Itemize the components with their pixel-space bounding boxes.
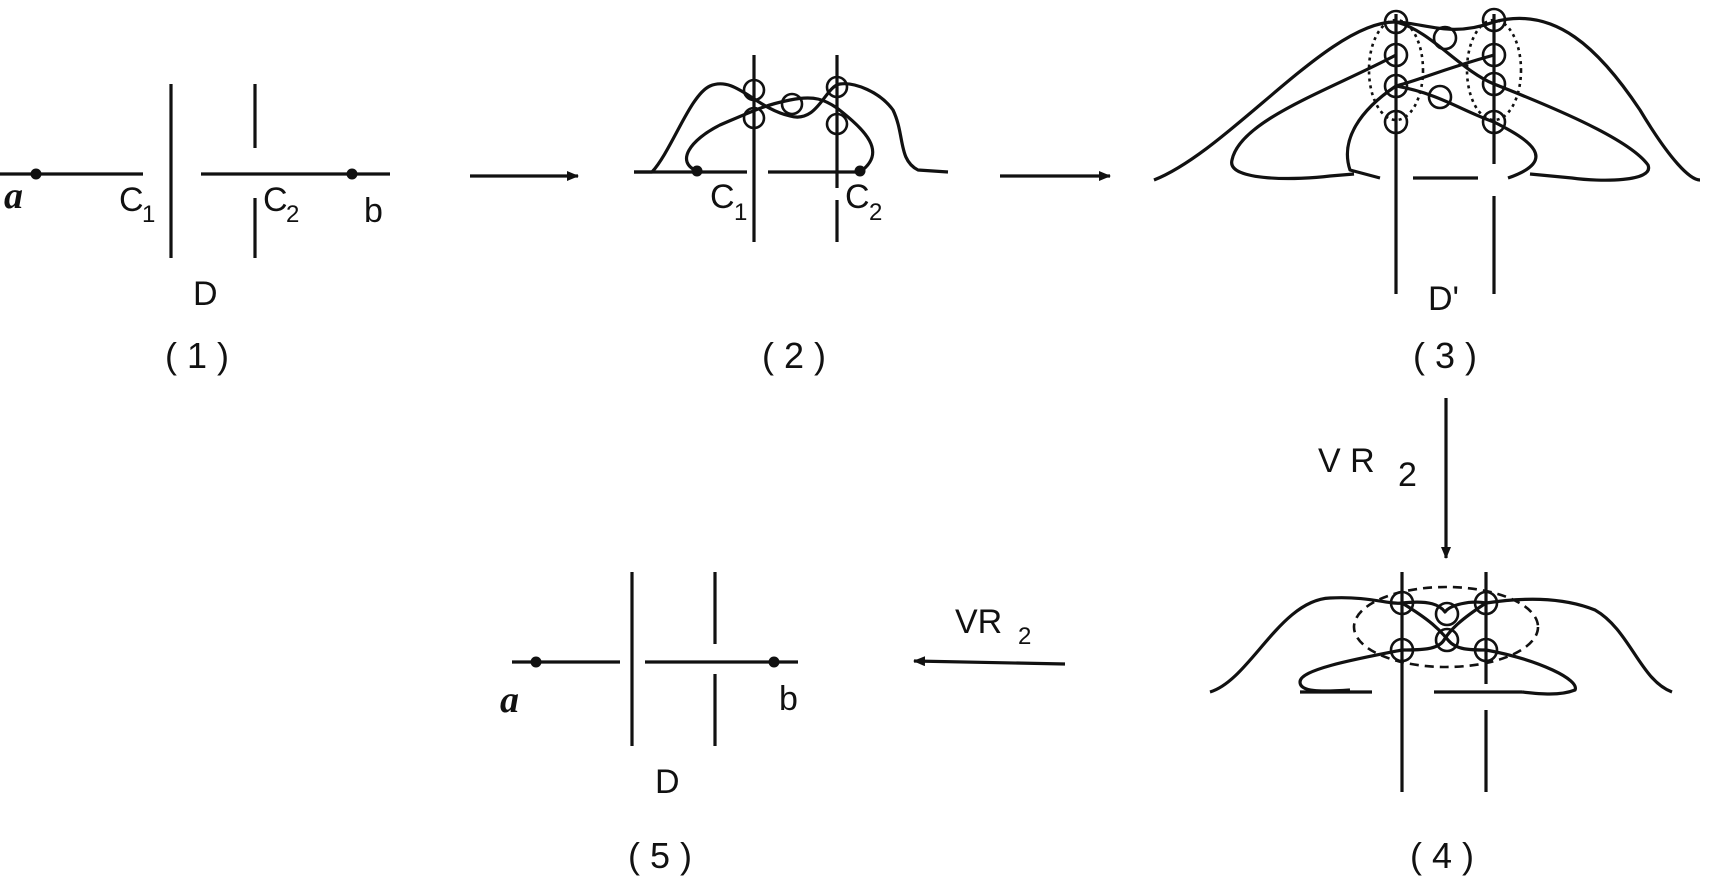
endpoint-b <box>854 165 866 177</box>
virtual-crossing <box>1481 109 1507 135</box>
label-c2: C <box>845 178 870 216</box>
label-diagram-d-prime: D' <box>1428 280 1459 318</box>
endpoint-b <box>768 656 780 668</box>
virtual-crossing <box>742 78 766 102</box>
endpoint-b <box>346 168 358 180</box>
curve-right-lobe <box>1485 648 1577 696</box>
curve-inner-crossings <box>1401 601 1487 652</box>
virtual-crossing <box>1383 42 1409 68</box>
virtual-crossing <box>825 112 849 136</box>
label-c2-sub: 2 <box>869 199 882 226</box>
panel-5: a b D ( 5 ) <box>500 572 798 876</box>
virtual-crossing <box>1383 73 1409 99</box>
dotted-region-left <box>1367 18 1425 122</box>
label-c2: C <box>263 181 288 219</box>
arrow-4-to-5-label: VR <box>955 603 1002 641</box>
panel-1: a C 1 C 2 b D ( 1 ) <box>0 84 390 376</box>
label-b: b <box>779 680 798 718</box>
caption-5: ( 5 ) <box>628 835 692 876</box>
virtual-crossing <box>825 75 849 99</box>
arrow-3-to-4-label: V R <box>1318 442 1375 480</box>
virtual-crossing <box>1427 84 1453 110</box>
virtual-crossing <box>780 92 804 116</box>
virtual-crossing <box>1434 601 1460 627</box>
arrow-3-to-4-label-sub: 2 <box>1398 456 1417 494</box>
virtual-crossing <box>1481 42 1507 68</box>
dashed-region <box>1352 585 1540 669</box>
label-c1: C <box>119 181 144 219</box>
virtual-crossing <box>1481 7 1507 33</box>
label-b: b <box>364 192 383 230</box>
label-diagram-d: D <box>655 763 680 801</box>
label-c1-sub: 1 <box>734 199 747 226</box>
virtual-crossing <box>1432 25 1458 51</box>
caption-3: ( 3 ) <box>1413 335 1477 376</box>
panel-3: D' ( 3 ) <box>1153 7 1701 376</box>
curve-inner-right <box>1394 53 1538 180</box>
caption-1: ( 1 ) <box>165 335 229 376</box>
label-c2-sub: 2 <box>286 201 299 228</box>
curve-outer-arc <box>1153 16 1701 182</box>
virtual-crossing <box>1434 627 1460 653</box>
dotted-region-right <box>1465 18 1523 122</box>
panel-2: C 1 C 2 ( 2 ) <box>634 55 949 376</box>
label-c1-sub: 1 <box>142 201 155 228</box>
arrow-4-to-5: VR 2 <box>913 603 1066 667</box>
label-a: a <box>4 175 23 217</box>
virtual-crossing <box>1481 71 1507 97</box>
curve-inner-left <box>1345 84 1397 180</box>
curve-outer-arc <box>1209 596 1673 694</box>
endpoint-a <box>530 656 542 668</box>
arrow-3-to-4: V R 2 <box>1318 398 1451 559</box>
curve-upper-left-to-right <box>634 82 949 174</box>
curve-left-lobe <box>1298 648 1403 693</box>
label-diagram-d: D <box>193 275 218 313</box>
caption-2: ( 2 ) <box>762 335 826 376</box>
panel-4: ( 4 ) <box>1209 572 1673 876</box>
curve-lower-loop <box>685 96 875 174</box>
arrow-4-to-5-line <box>913 656 1066 667</box>
curve-right-lobe <box>1395 20 1651 182</box>
virtual-crossing <box>1383 9 1409 35</box>
caption-4: ( 4 ) <box>1410 835 1474 876</box>
curve-left-lobe <box>1230 53 1397 181</box>
arrow-4-to-5-label-sub: 2 <box>1018 623 1031 650</box>
virtual-crossing <box>1473 637 1499 663</box>
endpoint-a <box>691 165 703 177</box>
label-a: a <box>500 679 519 721</box>
virtual-crossing <box>742 106 766 130</box>
endpoint-a <box>30 168 42 180</box>
virtual-crossing <box>1383 109 1409 135</box>
label-c1: C <box>710 178 735 216</box>
